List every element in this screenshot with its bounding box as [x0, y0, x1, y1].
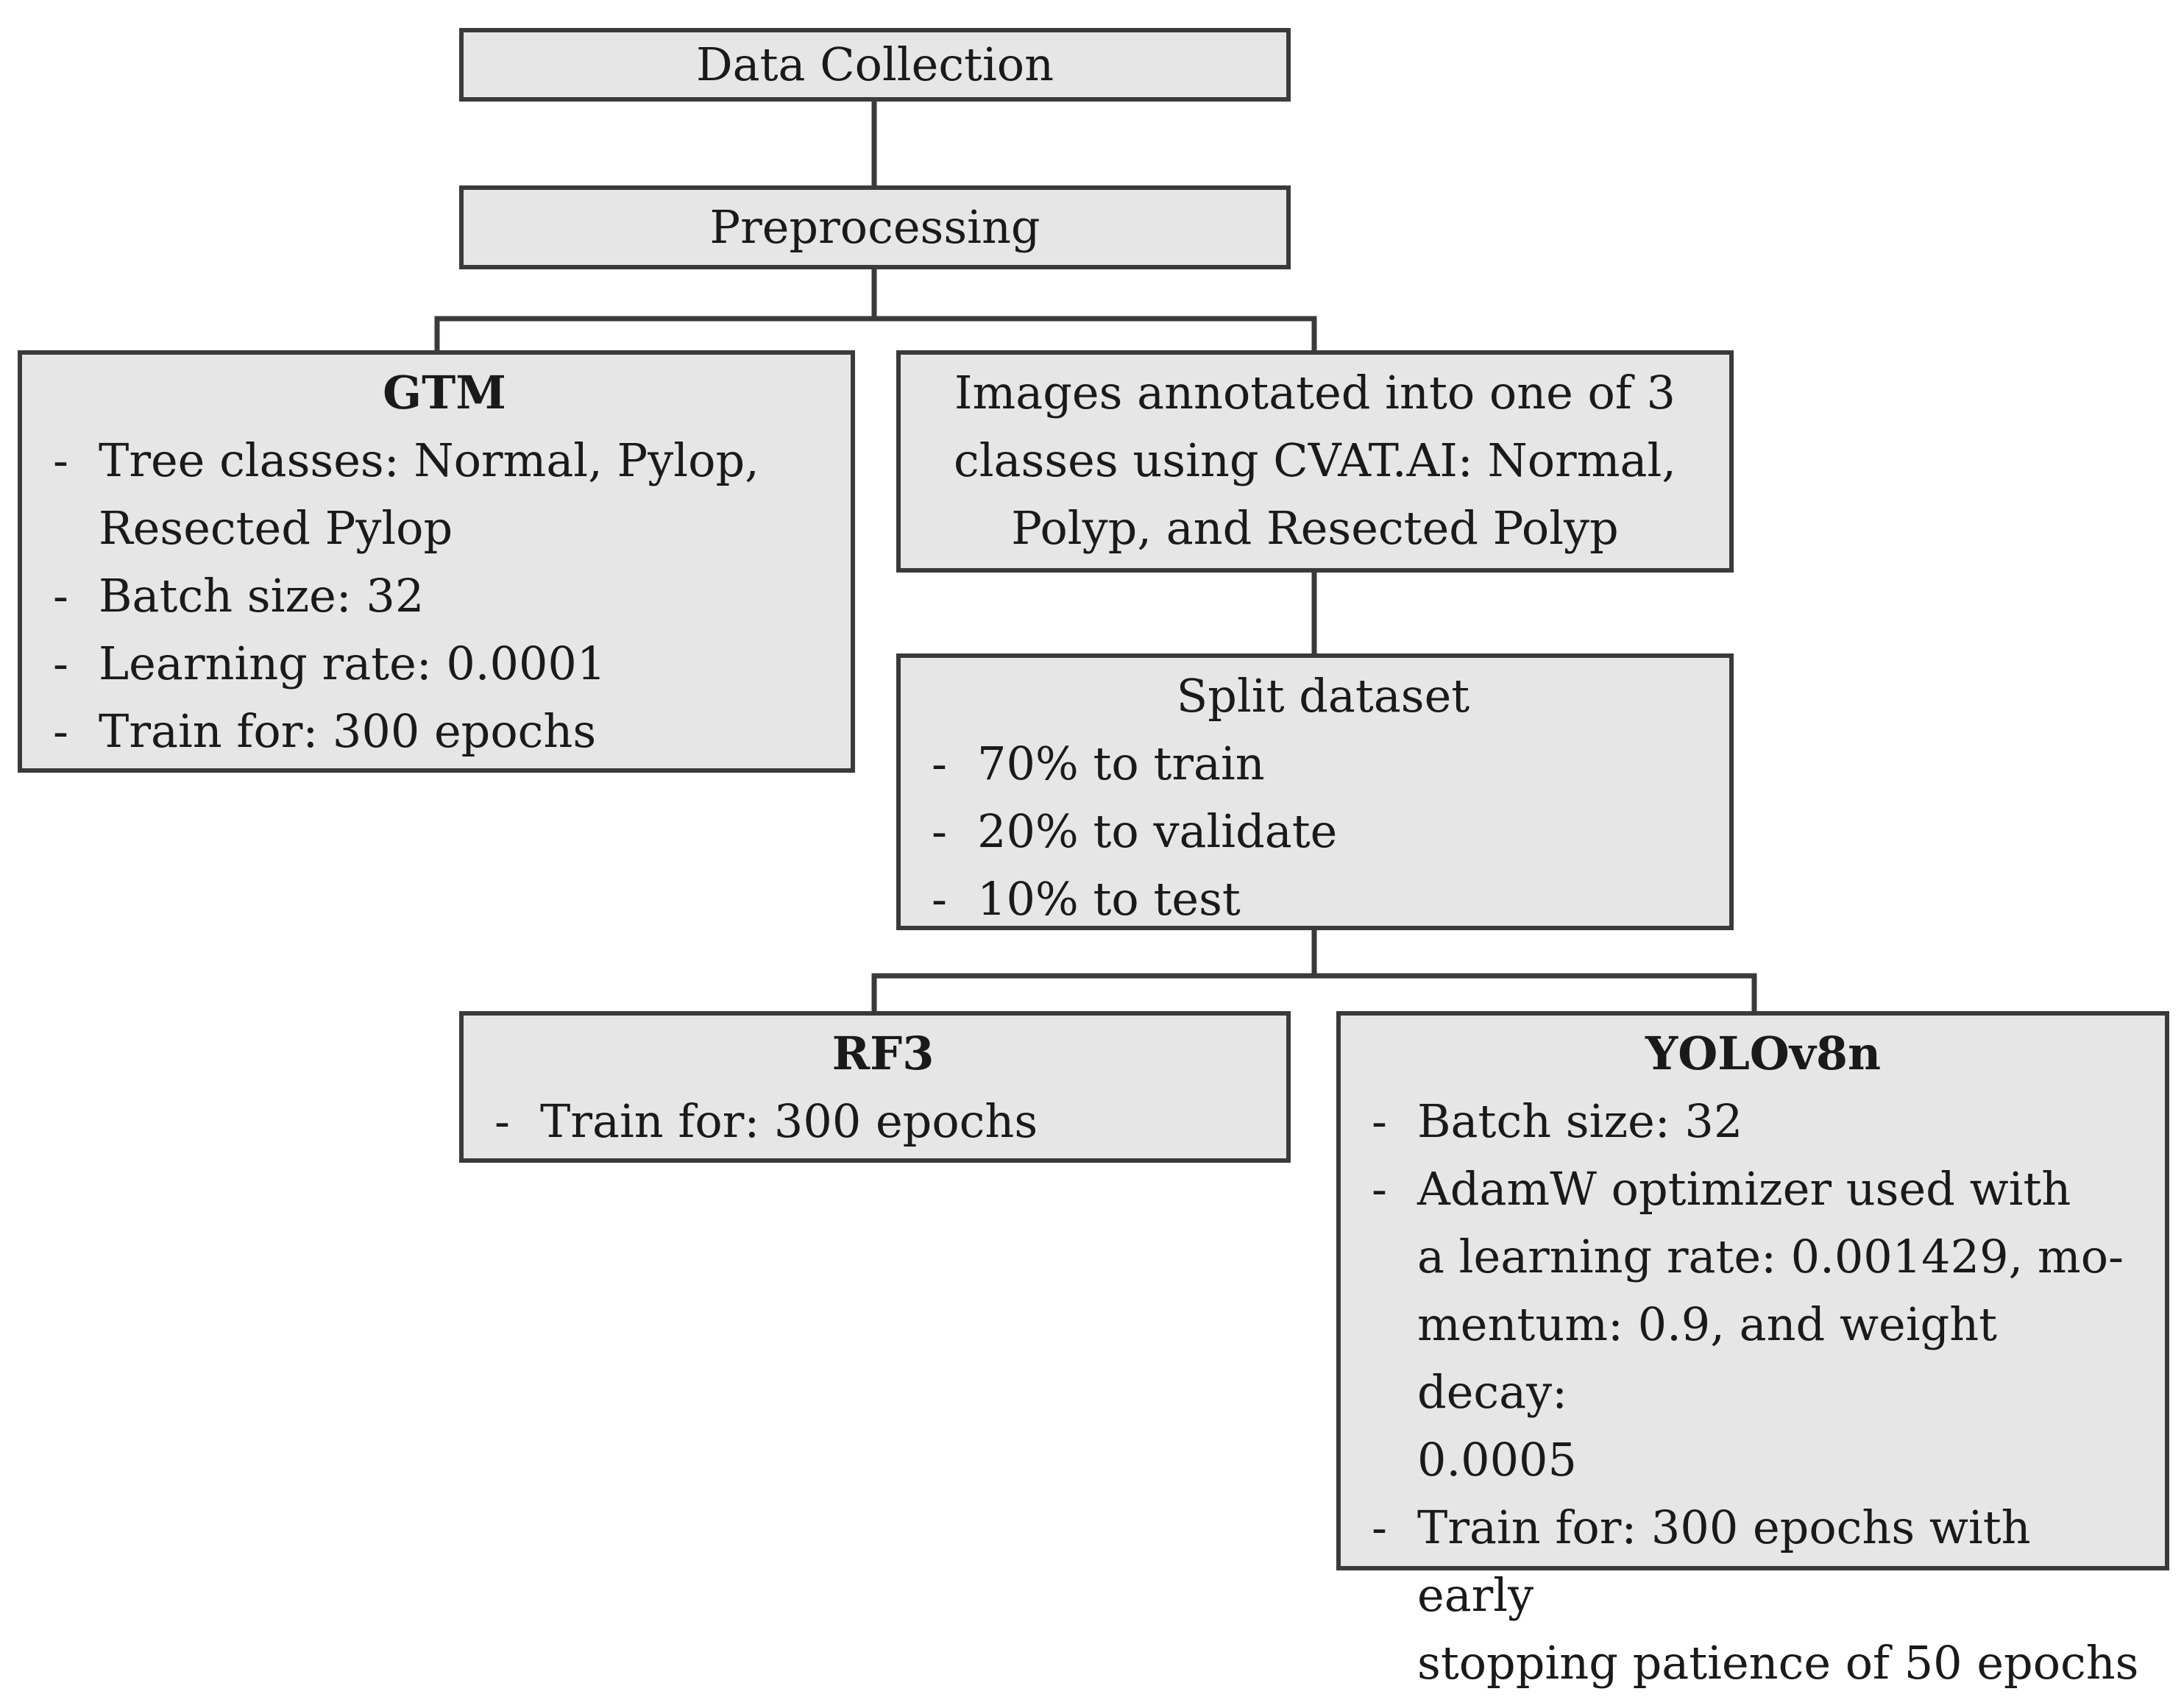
- preprocessing-node: Preprocessing: [459, 185, 1291, 269]
- bullet-dash: -: [53, 637, 68, 690]
- connector-lines: [434, 100, 1757, 1011]
- bullet-dash: -: [1372, 1501, 1387, 1554]
- bullet-dash: -: [494, 1094, 510, 1148]
- bullet-dash: -: [53, 433, 68, 487]
- split-item: - 10% to test: [932, 865, 1715, 933]
- gtm-item-text: Tree classes: Normal, Pylop, Resected Py…: [99, 433, 759, 555]
- gtm-title: GTM: [383, 366, 506, 419]
- split-item: - 20% to validate: [932, 798, 1715, 865]
- split-dataset-title: Split dataset: [1176, 669, 1470, 723]
- rf3-item-text: Train for: 300 epochs: [540, 1094, 1038, 1148]
- split-item-text: 70% to train: [977, 737, 1265, 790]
- data-collection-node: Data Collection: [459, 28, 1291, 102]
- bullet-dash: -: [1372, 1162, 1387, 1216]
- yolov8n-item-text: Batch size: 32: [1417, 1094, 1743, 1148]
- rf3-item: - Train for: 300 epochs: [494, 1088, 1272, 1155]
- yolov8n-item-text: Train for: 300 epochs with early stoppin…: [1417, 1501, 2139, 1690]
- yolov8n-item: - AdamW optimizer used with a learning r…: [1372, 1155, 2155, 1494]
- bullet-dash: -: [1372, 1094, 1387, 1148]
- connector-preprocessing-branch: [434, 316, 1317, 350]
- gtm-item: - Batch size: 32: [53, 562, 836, 630]
- split-item-text: 20% to validate: [977, 804, 1338, 858]
- split-dataset-node: Split dataset - 70% to train - 20% to va…: [896, 653, 1734, 930]
- annotation-text: Images annotated into one of 3 classes u…: [954, 366, 1676, 555]
- preprocessing-label: Preprocessing: [709, 200, 1040, 254]
- yolov8n-title: YOLOv8n: [1645, 1027, 1882, 1080]
- connector-split-branch: [871, 973, 1757, 1011]
- bullet-dash: -: [53, 569, 68, 623]
- yolov8n-item: - Train for: 300 epochs with early stopp…: [1372, 1494, 2155, 1697]
- bullet-dash: -: [932, 872, 947, 926]
- gtm-item-text: Train for: 300 epochs: [99, 704, 597, 758]
- bullet-dash: -: [53, 704, 68, 758]
- split-item-text: 10% to test: [977, 872, 1241, 926]
- gtm-item: - Tree classes: Normal, Pylop, Resected …: [53, 427, 836, 562]
- annotation-node: Images annotated into one of 3 classes u…: [896, 350, 1734, 573]
- gtm-node: GTM - Tree classes: Normal, Pylop, Resec…: [18, 350, 855, 773]
- gtm-item: - Learning rate: 0.0001: [53, 630, 836, 698]
- yolov8n-node: YOLOv8n - Batch size: 32 - AdamW optimiz…: [1336, 1011, 2169, 1690]
- data-collection-label: Data Collection: [695, 38, 1054, 91]
- gtm-item-text: Batch size: 32: [99, 569, 425, 623]
- gtm-item: - Train for: 300 epochs: [53, 698, 836, 765]
- split-item: - 70% to train: [932, 730, 1715, 798]
- rf3-node: RF3 - Train for: 300 epochs: [459, 1011, 1291, 1163]
- yolov8n-item-text: AdamW optimizer used with a learning rat…: [1417, 1162, 2124, 1487]
- bullet-dash: -: [932, 737, 947, 790]
- rf3-title: RF3: [832, 1027, 935, 1080]
- yolov8n-item: - Batch size: 32: [1372, 1088, 2155, 1155]
- bullet-dash: -: [932, 804, 947, 858]
- gtm-item-text: Learning rate: 0.0001: [99, 637, 606, 690]
